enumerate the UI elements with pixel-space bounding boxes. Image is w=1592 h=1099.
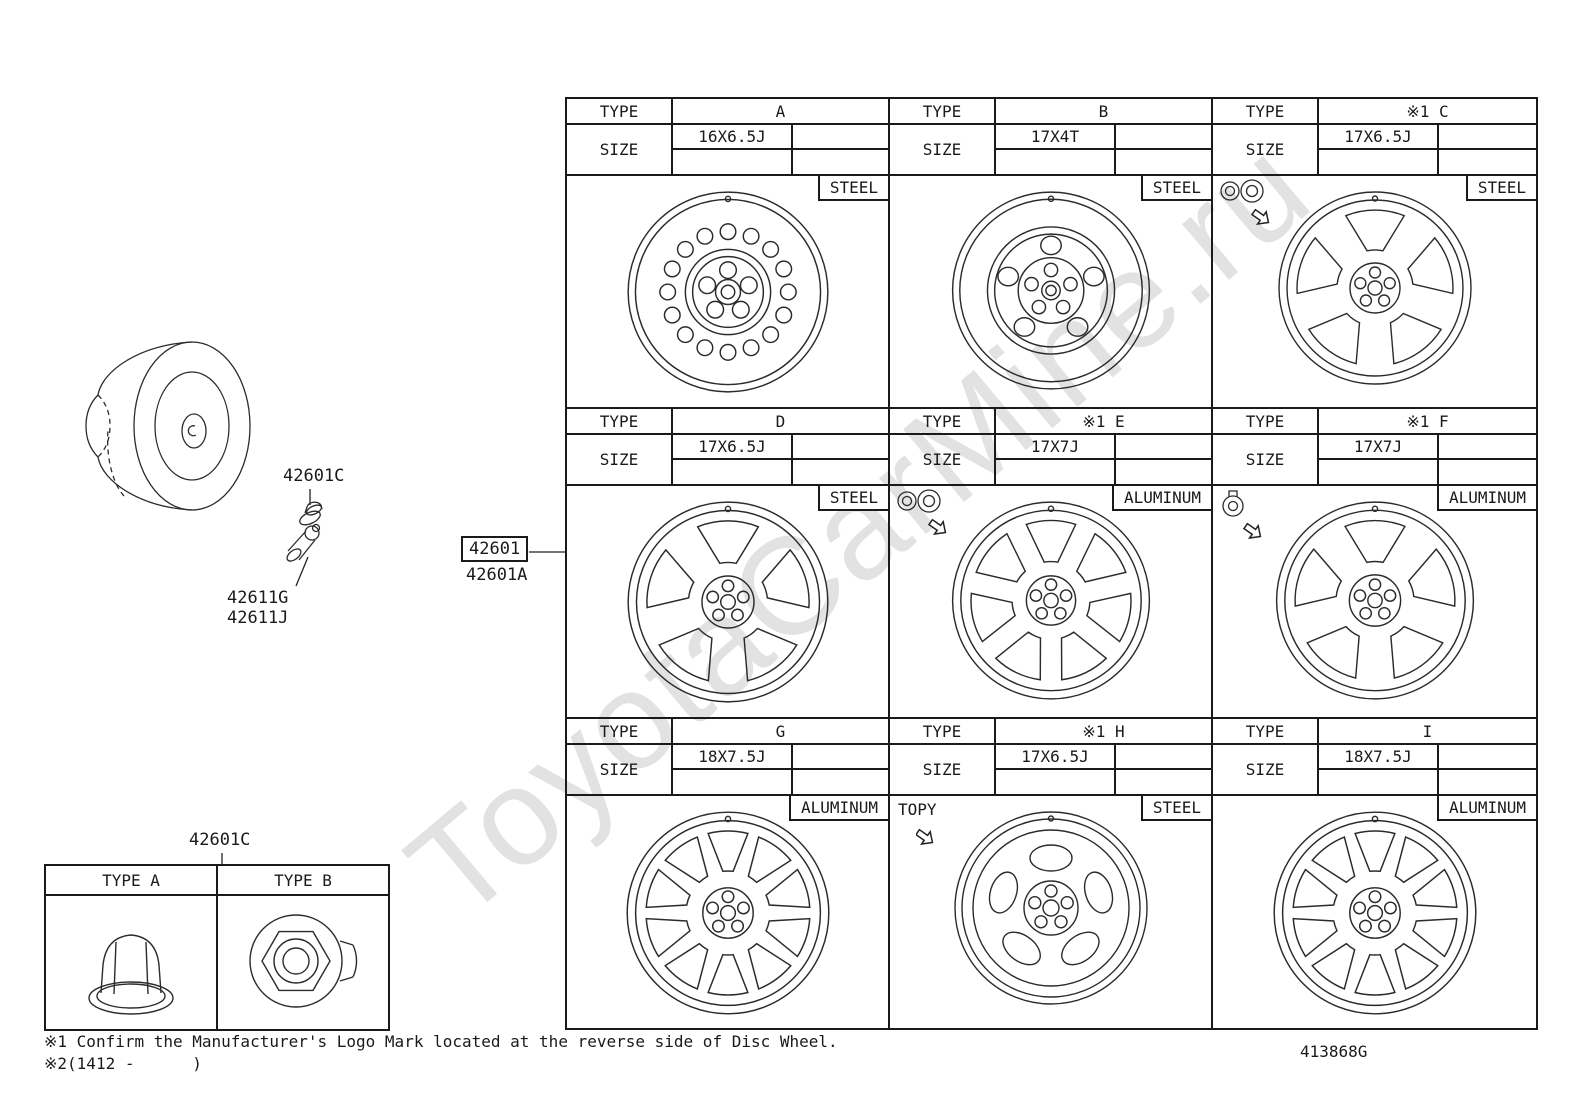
- size-label: SIZE: [567, 745, 673, 794]
- material-badge: ALUMINUM: [1436, 486, 1536, 511]
- type-value: ※1 C: [1406, 101, 1449, 121]
- size-label: SIZE: [890, 745, 996, 794]
- wheel-cell-a: TYPE A SIZE 16X6.5J STEEL: [567, 99, 890, 409]
- size-value: 17X7J: [1353, 437, 1403, 456]
- material-badge: ALUMINUM: [1436, 796, 1536, 821]
- part-number-42601A: 42601A: [466, 565, 528, 585]
- part-number-42601C: 42601C: [283, 466, 345, 486]
- wheel-cell-b: TYPE B SIZE 17X4T STEEL: [890, 99, 1213, 409]
- manufacturer-label: TOPY: [898, 800, 937, 819]
- type-label: TYPE: [890, 99, 996, 123]
- part-number-42611J: 42611J: [227, 608, 289, 628]
- type-value: A: [775, 101, 786, 121]
- size-label: SIZE: [890, 125, 996, 174]
- size-label: SIZE: [567, 125, 673, 174]
- wheel-drawing-steel-5-hole: [951, 808, 1151, 1008]
- type-label: TYPE: [890, 719, 996, 743]
- wheel-cell-i: TYPE I SIZE 18X7.5J ALUMINUM: [1213, 719, 1536, 1028]
- size-label: SIZE: [890, 435, 996, 484]
- size-value: 17X6.5J: [698, 437, 766, 456]
- type-label: TYPE: [567, 99, 673, 123]
- wheel-drawing-alloy-10-spoke: [1270, 808, 1480, 1018]
- lug-nut-and-valve-drawing: [286, 501, 323, 562]
- material-badge: STEEL: [1140, 796, 1211, 821]
- size-value: 17X7J: [1030, 437, 1080, 456]
- type-value: I: [1422, 721, 1433, 741]
- wheel-cell-g: TYPE G SIZE 18X7.5J ALUMINUM: [567, 719, 890, 1028]
- type-value: ※1 E: [1082, 411, 1125, 431]
- size-value: 17X6.5J: [1021, 747, 1089, 766]
- size-value: 17X6.5J: [1344, 127, 1412, 146]
- type-label: TYPE: [1213, 99, 1319, 123]
- type-value: B: [1098, 101, 1109, 121]
- wheel-cell-d: TYPE D SIZE 17X6.5J STEEL: [567, 409, 890, 719]
- wheel-drawing-steel-16-hole: [624, 188, 832, 396]
- footnote-1: ※1 Confirm the Manufacturer's Logo Mark …: [44, 1032, 838, 1051]
- size-label: SIZE: [1213, 125, 1319, 174]
- wheel-cell-c: TYPE ※1 C SIZE 17X6.5J STEEL: [1213, 99, 1536, 409]
- material-badge: STEEL: [817, 176, 888, 201]
- wheel-cell-h: TYPE ※1 H SIZE 17X6.5J STEEL TOPY: [890, 719, 1213, 1028]
- size-label: SIZE: [1213, 745, 1319, 794]
- type-value: G: [775, 721, 786, 741]
- type-label: TYPE: [567, 719, 673, 743]
- wheel-drawing-alloy-5-spoke: [1272, 498, 1477, 703]
- size-value: 16X6.5J: [698, 127, 766, 146]
- wheel-perspective-sketch: [85, 341, 251, 511]
- type-label: TYPE: [567, 409, 673, 433]
- part-number-42611G: 42611G: [227, 588, 289, 608]
- size-label: SIZE: [567, 435, 673, 484]
- wheel-cell-f: TYPE ※1 F SIZE 17X7J ALUMINUM: [1213, 409, 1536, 719]
- wheel-drawing-steel-spare: [948, 188, 1153, 393]
- footnote-2: ※2(1412 - ): [44, 1054, 202, 1073]
- nut-type-a-header: TYPE A: [46, 866, 218, 894]
- type-label: TYPE: [1213, 719, 1319, 743]
- capped-nut-indicator-icon: [1218, 488, 1288, 554]
- size-value: 17X4T: [1030, 127, 1080, 146]
- nut-table-title: 42601C: [189, 830, 251, 850]
- type-value: D: [775, 411, 786, 431]
- type-label: TYPE: [1213, 409, 1319, 433]
- size-label: SIZE: [1213, 435, 1319, 484]
- wheel-drawing-alloy-5-spoke: [624, 498, 832, 706]
- material-badge: ALUMINUM: [1111, 486, 1211, 511]
- material-badge: STEEL: [1465, 176, 1536, 201]
- material-badge: STEEL: [1140, 176, 1211, 201]
- type-label: TYPE: [890, 409, 996, 433]
- lug-nut-indicator-icon: [1218, 178, 1292, 242]
- type-b-nut-drawing: [249, 914, 358, 1008]
- nut-type-table: TYPE A TYPE B: [44, 864, 390, 1031]
- type-a-nut-drawing: [88, 933, 174, 1015]
- type-value: ※1 H: [1082, 721, 1125, 741]
- document-code: 413868G: [1300, 1042, 1368, 1061]
- wheel-drawing-alloy-10-spoke: [623, 808, 833, 1018]
- part-number-42601-box[interactable]: 42601: [461, 536, 529, 562]
- wheel-drawing-alloy-7-spoke: [948, 498, 1153, 703]
- wheel-type-grid: TYPE A SIZE 16X6.5J STEEL TYP: [565, 97, 1538, 1030]
- type-value: ※1 F: [1406, 411, 1449, 431]
- material-badge: ALUMINUM: [788, 796, 888, 821]
- wheel-cell-e: TYPE ※1 E SIZE 17X7J ALUMINUM: [890, 409, 1213, 719]
- material-badge: STEEL: [817, 486, 888, 511]
- size-value: 18X7.5J: [1344, 747, 1412, 766]
- lug-nut-indicator-icon: [895, 488, 969, 552]
- size-value: 18X7.5J: [698, 747, 766, 766]
- nut-type-b-header: TYPE B: [274, 870, 332, 890]
- wheel-drawing-alloy-5-spoke: [1275, 188, 1475, 388]
